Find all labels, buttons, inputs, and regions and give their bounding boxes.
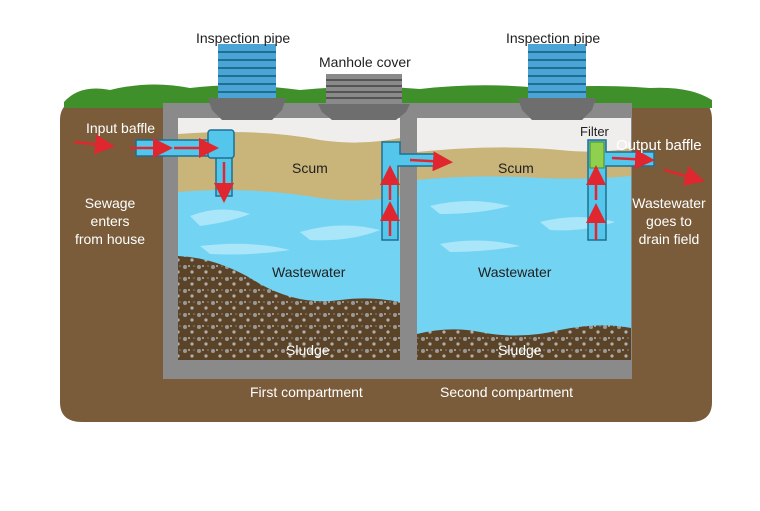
filter-label: Filter xyxy=(580,124,609,139)
sludge-first-label: Sludge xyxy=(286,342,330,358)
scum-second-label: Scum xyxy=(498,160,534,176)
output-baffle-label: Output baffle xyxy=(616,137,702,154)
wastewater-first-label: Wastewater xyxy=(272,264,346,280)
outflow-line-3: drain field xyxy=(638,231,700,247)
flow-arrows xyxy=(73,134,705,240)
filter xyxy=(589,141,605,169)
inspection-pipe-left-riser xyxy=(208,44,286,120)
inspection-pipe-right-label: Inspection pipe xyxy=(506,30,601,46)
sewage-line-2: enters xyxy=(90,213,130,229)
outflow-line-1: Wastewater xyxy=(632,195,706,211)
wastewater-outflow-label: Wastewater goes to drain field xyxy=(614,194,724,248)
input-baffle-label: Input baffle xyxy=(86,120,156,136)
sewage-line-1: Sewage xyxy=(84,195,136,211)
wastewater-second-label: Wastewater xyxy=(478,264,552,280)
manhole-cover-riser xyxy=(318,74,410,120)
first-compartment-label: First compartment xyxy=(250,384,363,400)
sewage-line-3: from house xyxy=(74,231,146,247)
inspection-pipe-left-label: Inspection pipe xyxy=(196,30,291,46)
manhole-cover-label: Manhole cover xyxy=(319,54,411,70)
sludge-second-label: Sludge xyxy=(498,342,542,358)
sewage-enters-label: Sewage enters from house xyxy=(55,194,165,248)
inspection-pipe-right-riser xyxy=(518,44,596,120)
second-compartment-label: Second compartment xyxy=(440,384,574,400)
second-compartment-interior xyxy=(417,118,631,360)
outflow-line-2: goes to xyxy=(646,213,692,229)
scum-first-label: Scum xyxy=(292,160,328,176)
